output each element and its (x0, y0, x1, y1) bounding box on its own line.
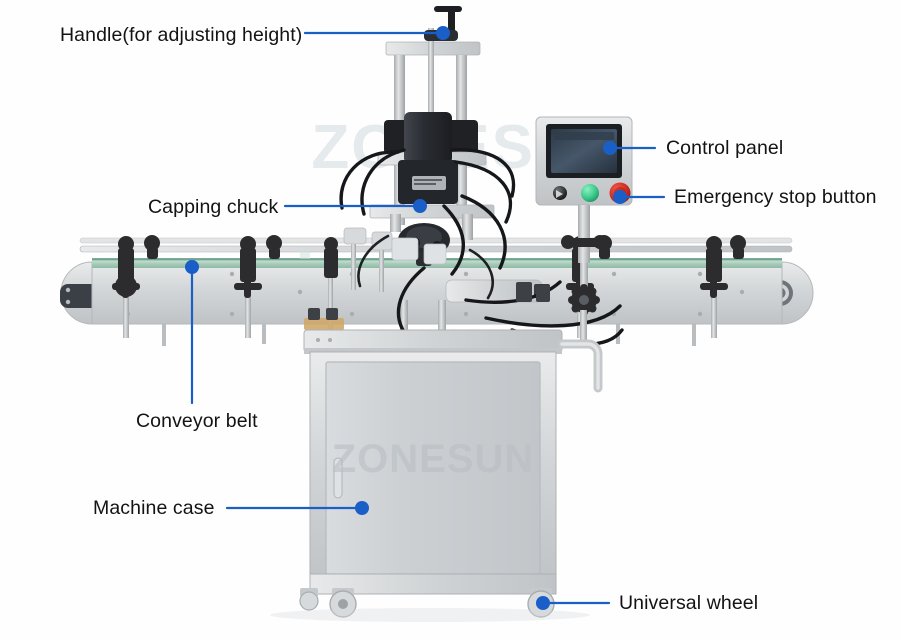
callout-label-machine-case: Machine case (93, 497, 215, 519)
callout-markers (185, 26, 627, 610)
callout-label-universal-wheel: Universal wheel (619, 592, 759, 614)
callout-label-capping-chuck: Capping chuck (148, 196, 279, 218)
callout-marker-conveyor-belt (185, 260, 199, 274)
callout-label-emergency-stop-button: Emergency stop button (674, 186, 877, 208)
machine-cabinet: ZONESUN (299, 329, 563, 618)
callout-marker-machine-case (355, 501, 369, 515)
cabinet-door-handle (333, 457, 343, 499)
leader-lines (190, 31, 666, 605)
start-button (581, 184, 599, 202)
callout-marker-control-panel (603, 141, 617, 155)
callout-marker-universal-wheel (536, 596, 550, 610)
terminal-connectors (304, 282, 550, 330)
brand-watermark-cabinet: ZONESUN (332, 437, 535, 481)
callout-label-conveyor-belt: Conveyor belt (136, 410, 258, 432)
control-panel-assembly (535, 116, 633, 344)
callout-label-control-panel: Control panel (666, 137, 784, 159)
callout-marker-capping-chuck (413, 199, 427, 213)
callout-label-handle: Handle(for adjusting height) (60, 24, 303, 46)
callout-marker-handle (436, 26, 450, 40)
clamp-star-knob (568, 284, 600, 316)
callout-marker-emergency-stop-button (613, 190, 627, 204)
